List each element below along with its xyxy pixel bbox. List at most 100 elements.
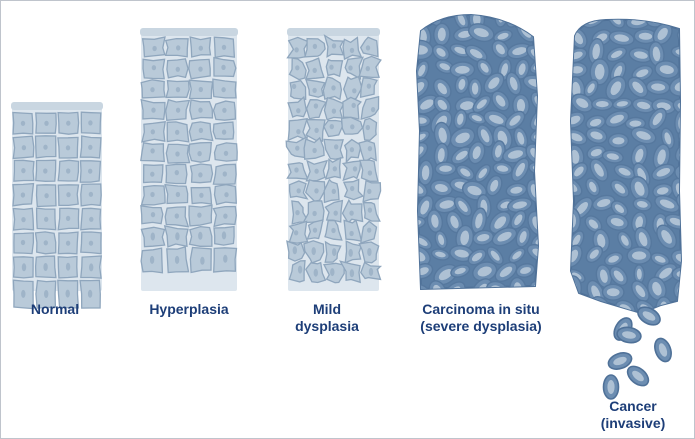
- cell-nucleus: [175, 170, 179, 175]
- cell-nucleus: [199, 193, 203, 198]
- cell-nucleus: [224, 151, 228, 156]
- cell-body: [682, 59, 694, 80]
- label-cancer-invasive-line1: Cancer: [587, 398, 679, 415]
- cell-nucleus: [607, 380, 614, 394]
- cell-nucleus: [66, 168, 70, 173]
- cell-body: [672, 266, 694, 282]
- cell-nucleus: [89, 217, 93, 222]
- label-mild-dysplasia-line2: dysplasia: [285, 318, 369, 335]
- cell-nucleus: [314, 269, 318, 277]
- cell-nucleus: [88, 145, 92, 150]
- label-carcinoma-in-situ-line1: Carcinoma in situ: [406, 301, 556, 318]
- cell: [627, 247, 651, 264]
- cell-nucleus: [367, 228, 371, 233]
- column-mild-dysplasia-surface-layer: [287, 28, 380, 36]
- cell-nucleus: [367, 189, 371, 194]
- cell-nucleus: [150, 256, 154, 264]
- cell-nucleus: [198, 108, 202, 113]
- cell: [682, 59, 694, 80]
- cell-nucleus: [331, 85, 335, 90]
- cell-nucleus: [352, 103, 356, 108]
- cell-nucleus: [44, 193, 48, 198]
- cell-nucleus: [293, 246, 297, 254]
- cell-nucleus: [292, 84, 296, 89]
- cell-nucleus: [682, 230, 694, 244]
- cell-body: [570, 298, 589, 322]
- cell-nucleus: [198, 232, 202, 240]
- cell-nucleus: [332, 248, 336, 256]
- cell-nucleus: [332, 43, 336, 48]
- cell-nucleus: [677, 15, 683, 27]
- cell-nucleus: [151, 108, 155, 113]
- cell-nucleus: [89, 241, 93, 246]
- cell-nucleus: [538, 270, 548, 283]
- cell-nucleus: [685, 63, 692, 75]
- cell-nucleus: [88, 120, 92, 125]
- cell: [412, 114, 431, 127]
- cell-nucleus: [366, 125, 370, 130]
- cell: [592, 98, 613, 110]
- cell-nucleus: [66, 216, 70, 221]
- cell-nucleus: [197, 151, 201, 156]
- cell: [563, 275, 582, 301]
- cell-nucleus: [176, 192, 180, 197]
- cell-nucleus: [223, 171, 227, 176]
- cell-nucleus: [221, 87, 225, 92]
- cell: [675, 111, 689, 136]
- cell-nucleus: [295, 210, 299, 215]
- cell-nucleus: [152, 46, 156, 51]
- cell-nucleus: [21, 290, 25, 298]
- label-normal-line1: Normal: [23, 301, 87, 318]
- cell: [570, 298, 589, 322]
- cell: [326, 60, 342, 77]
- cell-nucleus: [198, 172, 202, 177]
- cell-nucleus: [314, 103, 318, 108]
- cell-nucleus: [314, 128, 318, 133]
- cell: [535, 197, 549, 218]
- cell-nucleus: [312, 88, 316, 93]
- cell-nucleus: [332, 189, 336, 194]
- column-cancer-invasive: [557, 5, 694, 324]
- cell-nucleus: [222, 108, 226, 113]
- label-normal: Normal: [23, 301, 87, 318]
- cell-nucleus: [334, 144, 338, 149]
- cell-nucleus: [176, 87, 180, 92]
- cell-nucleus: [313, 68, 317, 73]
- cell-nucleus: [295, 146, 299, 151]
- label-mild-dysplasia: Mild dysplasia: [285, 301, 369, 335]
- cell-nucleus: [368, 208, 372, 213]
- cell: [405, 284, 429, 302]
- cell: [363, 181, 381, 202]
- cell-nucleus: [330, 124, 334, 129]
- cell-body: [535, 197, 549, 218]
- cell-nucleus: [312, 148, 316, 153]
- cell-nucleus: [349, 231, 353, 236]
- cell-nucleus: [66, 192, 70, 197]
- cell-nucleus: [333, 166, 337, 171]
- cell-nucleus: [508, 11, 520, 25]
- cell: [602, 284, 624, 300]
- cell-nucleus: [44, 121, 48, 126]
- label-cancer-invasive-line2: (invasive): [587, 415, 679, 432]
- cell-nucleus: [66, 241, 70, 246]
- cell-nucleus: [367, 84, 371, 89]
- label-carcinoma-in-situ: Carcinoma in situ (severe dysplasia): [406, 301, 556, 335]
- cell-nucleus: [21, 217, 25, 222]
- cell-nucleus: [176, 67, 180, 72]
- cell-nucleus: [368, 170, 372, 175]
- cell-nucleus: [22, 145, 26, 150]
- cell-nucleus: [368, 146, 372, 151]
- cell-nucleus: [334, 211, 338, 216]
- cell: [560, 5, 582, 28]
- cell-nucleus: [353, 166, 357, 171]
- cell-nucleus: [150, 148, 154, 153]
- column-hyperplasia: [140, 28, 238, 291]
- column-carcinoma-in-situ: [404, 4, 556, 307]
- cell-nucleus: [200, 257, 204, 265]
- cell-nucleus: [176, 45, 180, 50]
- cell-nucleus: [89, 263, 93, 271]
- cell-nucleus: [175, 213, 179, 218]
- cell-nucleus: [150, 87, 154, 92]
- cell-nucleus: [678, 298, 691, 311]
